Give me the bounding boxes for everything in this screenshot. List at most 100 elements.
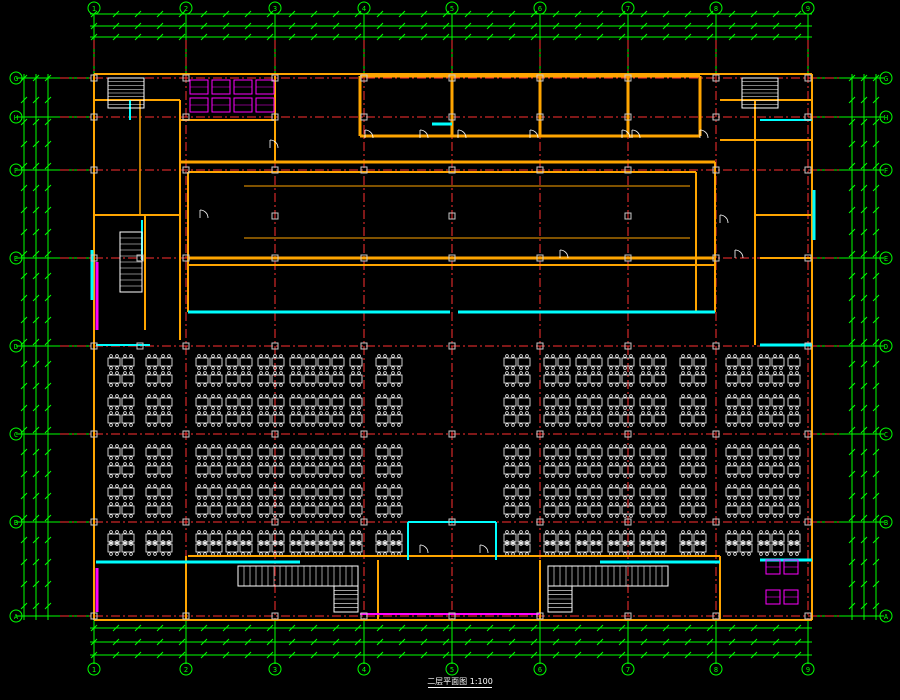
chair-icon (759, 474, 763, 478)
dimension-tick (684, 22, 692, 30)
chair-icon (397, 394, 401, 398)
chair-icon (273, 502, 277, 506)
chair-icon (217, 530, 221, 534)
chair-icon (525, 474, 529, 478)
dimension-tick (44, 602, 52, 610)
chair-icon (129, 354, 133, 358)
chair-icon (519, 444, 523, 448)
dimension-tick (486, 22, 494, 30)
dimension-tick (266, 22, 274, 30)
chair-icon (773, 406, 777, 410)
chair-icon (661, 530, 665, 534)
chair-icon (559, 371, 563, 375)
chair-icon (765, 462, 769, 466)
dining-table-icon (289, 533, 303, 543)
dimension-tick (872, 536, 880, 544)
chair-icon (551, 552, 555, 556)
column-icon (448, 166, 456, 174)
chair-icon (647, 530, 651, 534)
chair-icon (217, 383, 221, 387)
chair-icon (545, 462, 549, 466)
chair-icon (153, 394, 157, 398)
chair-icon (279, 474, 283, 478)
dining-table-icon (679, 465, 693, 475)
chair-icon (525, 496, 529, 500)
chair-icon (519, 496, 523, 500)
dining-table-icon (349, 505, 363, 515)
chair-icon (559, 540, 563, 544)
chair-icon (109, 371, 113, 375)
dimension-tick (848, 140, 856, 148)
dining-table-icon (589, 357, 603, 367)
chair-icon (311, 411, 315, 415)
dimension-tick (32, 448, 40, 456)
dimension-tick (794, 10, 802, 18)
dimension-tick (20, 118, 28, 126)
chair-icon (291, 540, 295, 544)
dimension-tick (706, 624, 714, 632)
dining-table-icon (257, 465, 271, 475)
dimension-tick (44, 580, 52, 588)
chair-icon (551, 540, 555, 544)
chair-icon (695, 514, 699, 518)
chair-icon (795, 394, 799, 398)
dining-table-icon (517, 397, 531, 407)
chair-icon (333, 462, 337, 466)
dimension-tick (332, 22, 340, 30)
chair-icon (273, 484, 277, 488)
chair-icon (259, 530, 263, 534)
chair-icon (789, 394, 793, 398)
chair-icon (383, 394, 387, 398)
chair-icon (247, 552, 251, 556)
chair-icon (273, 383, 277, 387)
chair-icon (167, 383, 171, 387)
chair-icon (655, 423, 659, 427)
dining-table-icon (607, 465, 621, 475)
chair-icon (583, 552, 587, 556)
chair-icon (647, 383, 651, 387)
dining-table-icon (303, 414, 317, 424)
dining-table-icon (121, 543, 135, 553)
chair-icon (153, 354, 157, 358)
dimension-tick (332, 638, 340, 646)
dimension-tick (20, 470, 28, 478)
chair-icon (779, 366, 783, 370)
dimension-tick (32, 162, 40, 170)
chair-icon (577, 484, 581, 488)
axis-bubble-label: 7 (626, 666, 630, 674)
axis-bubble-icon (709, 1, 723, 15)
axis-bubble-icon (87, 662, 101, 676)
dimension-tick (728, 22, 736, 30)
chair-icon (297, 530, 301, 534)
chair-icon (511, 502, 515, 506)
dining-table-icon (607, 533, 621, 543)
chair-icon (623, 411, 627, 415)
dining-table-icon (349, 533, 363, 543)
chair-icon (559, 456, 563, 460)
chair-icon (727, 484, 731, 488)
dining-table-icon (303, 465, 317, 475)
chair-icon (655, 530, 659, 534)
dimension-tick (596, 22, 604, 30)
chair-icon (273, 406, 277, 410)
dimension-tick (872, 382, 880, 390)
axis-bubble-icon (879, 515, 893, 529)
axis-bubble-label: A (884, 613, 889, 621)
door-swing-icon (621, 129, 631, 139)
chair-icon (655, 456, 659, 460)
chair-icon (377, 444, 381, 448)
chair-icon (397, 552, 401, 556)
dining-table-icon (257, 374, 271, 384)
dining-table-icon (575, 397, 589, 407)
chair-icon (167, 502, 171, 506)
dining-table-icon (389, 414, 403, 424)
chair-icon (279, 484, 283, 488)
chair-icon (153, 514, 157, 518)
dining-table-icon (195, 533, 209, 543)
dimension-tick (310, 651, 318, 659)
dining-table-icon (289, 397, 303, 407)
dimension-tick (848, 580, 856, 588)
axis-bubble-label: 6 (538, 5, 542, 13)
chair-icon (259, 462, 263, 466)
chair-icon (241, 540, 245, 544)
